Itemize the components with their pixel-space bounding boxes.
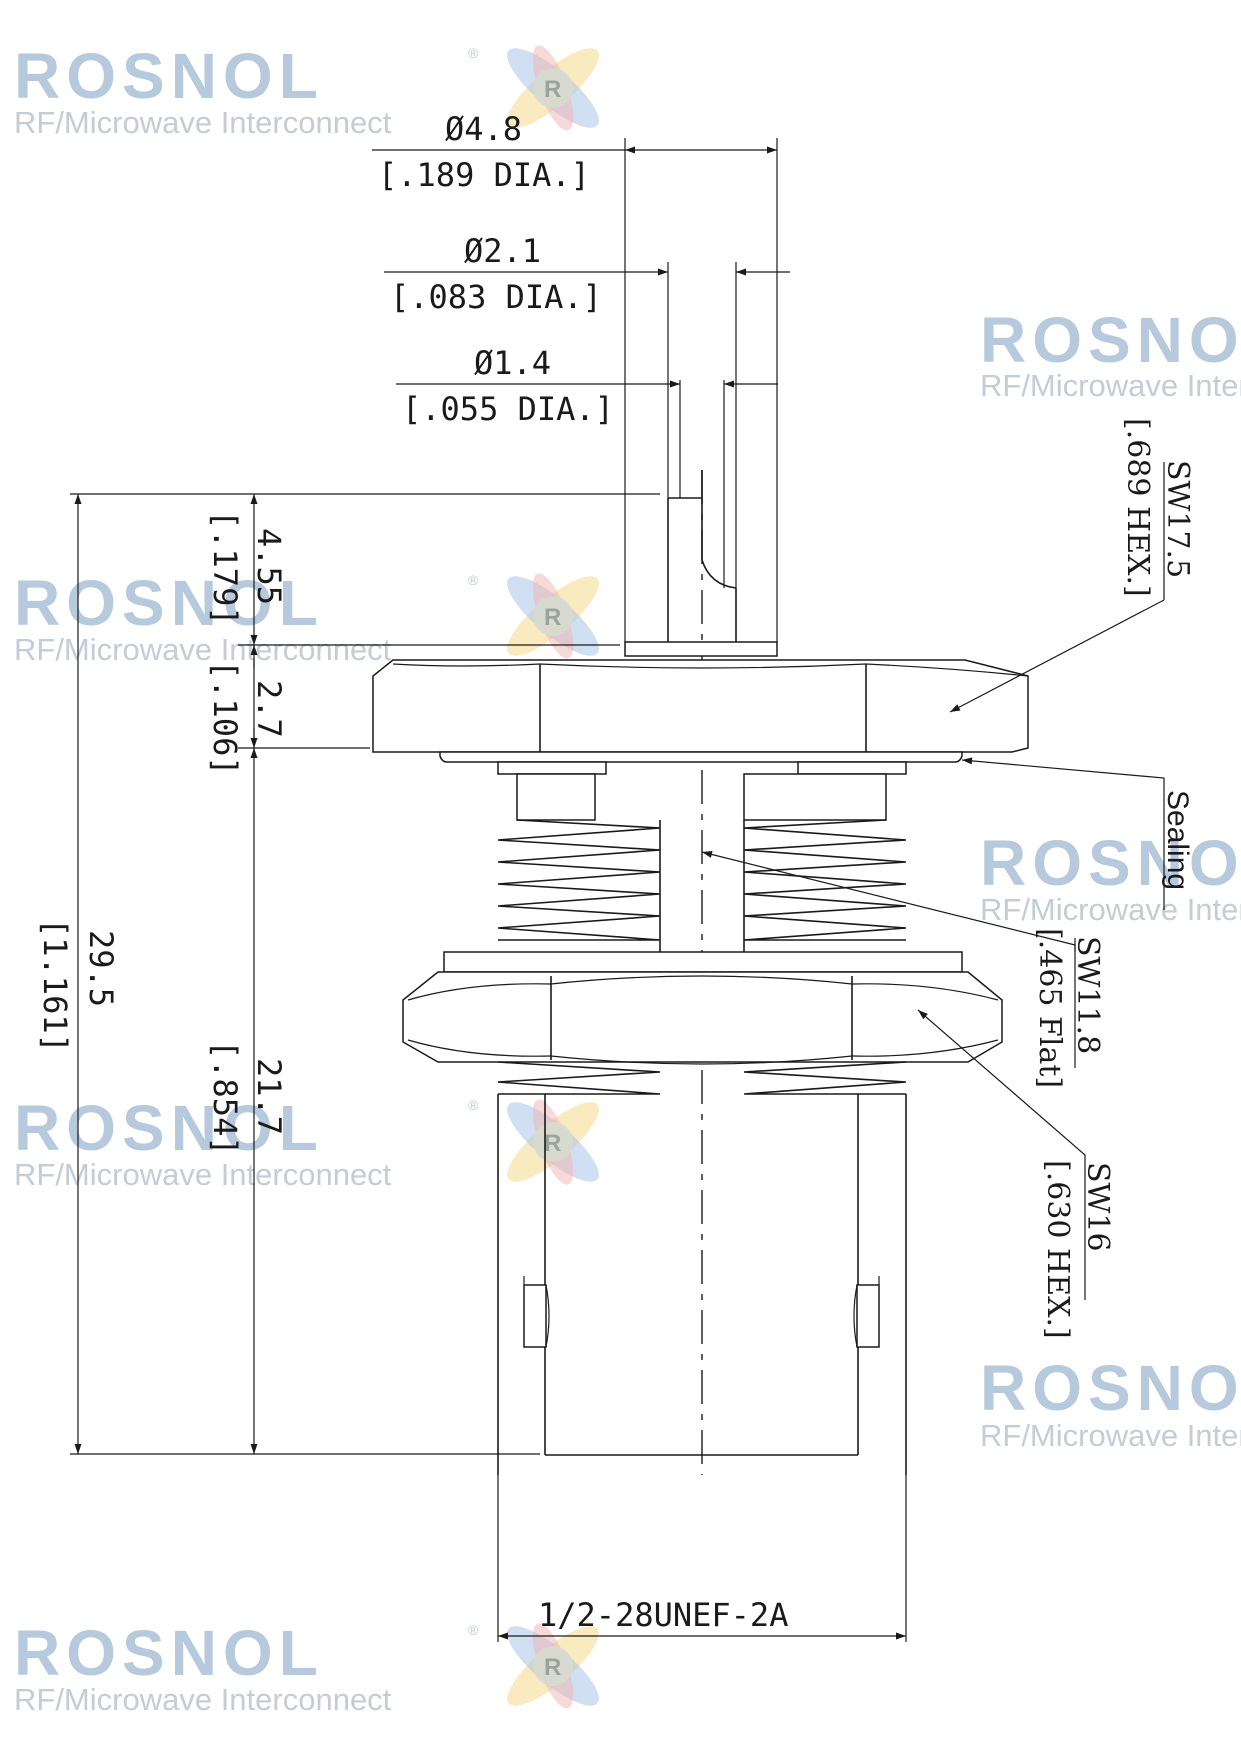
dim-length-2-7-mm: 2.7: [250, 680, 288, 738]
dim-length-4-55-mm: 4.55: [250, 528, 288, 605]
dim-length-21-7-inch: [.854]: [206, 1040, 244, 1156]
dim-diameter-4-8-mm: Ø4.8: [445, 110, 522, 148]
callout-hex-top: SW17.5 [.689 HEX.]: [949, 418, 1195, 713]
dim-length-29-5: 29.5 [1.161]: [36, 494, 120, 1454]
watermark-1: ROSNOL ® RF/Microwave Interconnect: [14, 36, 610, 140]
watermark-tagline: RF/Microwave Interconnect: [980, 368, 1241, 403]
callout-hex-nut-size: SW16: [1080, 1162, 1115, 1252]
bayonet-pin-left: [523, 1284, 547, 1348]
watermark-brand: ROSNOL: [14, 1617, 324, 1689]
callout-hex-nut-desc: [.630 HEX.]: [1040, 1160, 1075, 1339]
shoulder-left: [497, 761, 607, 775]
watermark-4: ROSNOL RF/Microwave Interconnect: [980, 827, 1241, 927]
dim-length-2-7: 2.7 [.106]: [206, 645, 288, 776]
watermark-tagline: RF/Microwave Interconnect: [14, 632, 392, 667]
watermark-tagline: RF/Microwave Interconnect: [14, 105, 392, 140]
callout-sealing: Sealing: [961, 757, 1194, 910]
watermark-registered-mark: ®: [468, 1097, 479, 1113]
dim-diameter-4-8: Ø4.8 [.189 DIA.]: [372, 110, 778, 642]
dim-length-4-55-inch: [.179]: [206, 510, 244, 626]
extension-lines: [70, 493, 660, 1455]
watermark-registered-mark: ®: [468, 572, 479, 588]
dim-diameter-2-1-mm: Ø2.1: [464, 232, 541, 270]
watermark-tagline: RF/Microwave Interconnect: [980, 1418, 1241, 1453]
watermark-registered-mark: ®: [468, 1622, 479, 1638]
top-washer: [624, 641, 778, 657]
watermark-brand: ROSNOL: [14, 40, 324, 112]
watermark-logo-icon: [496, 1090, 610, 1194]
callout-sealing-label: Sealing: [1161, 790, 1194, 890]
dim-length-29-5-inch: [1.161]: [36, 918, 74, 1053]
bayonet-pin-right: [856, 1284, 880, 1348]
watermark-logo-icon: [496, 564, 610, 668]
watermark-tagline: RF/Microwave Interconnect: [980, 892, 1241, 927]
watermark-tagline: RF/Microwave Interconnect: [14, 1682, 392, 1717]
dim-length-4-55: 4.55 [.179]: [206, 494, 288, 645]
watermark-registered-mark: ®: [468, 45, 479, 61]
watermark-7: ROSNOL ® RF/Microwave Interconnect: [14, 1614, 610, 1718]
dim-diameter-1-4: Ø1.4 [.055 DIA.]: [396, 344, 778, 428]
neck-right: [743, 773, 887, 821]
callout-hex-top-size: SW17.5: [1160, 460, 1195, 578]
watermark-5: ROSNOL ® RF/Microwave Interconnect: [14, 1090, 610, 1194]
dim-length-21-7-mm: 21.7: [250, 1058, 288, 1135]
watermark-brand: ROSNOL: [980, 1352, 1241, 1424]
connector-part: [372, 380, 1029, 1475]
dim-diameter-2-1-inch: [.083 DIA.]: [390, 278, 602, 316]
thread-right: [743, 819, 907, 952]
watermark-brand: ROSNOL: [980, 304, 1241, 376]
hex-nut: [402, 971, 1003, 1065]
callout-flat-size: SW11.8: [1070, 936, 1105, 1054]
bnc-sleeve: [497, 1094, 907, 1475]
dim-length-2-7-inch: [.106]: [206, 660, 244, 776]
solder-cup: [667, 380, 737, 642]
shoulder-right: [797, 761, 907, 775]
dim-length-21-7: 21.7 [.854]: [206, 748, 288, 1454]
callout-flat-desc: [.465 Flat]: [1032, 928, 1067, 1088]
watermark-brand: ROSNOL: [14, 567, 324, 639]
sealing-ring: [439, 751, 963, 763]
dim-diameter-4-8-inch: [.189 DIA.]: [378, 156, 590, 194]
dim-diameter-2-1: Ø2.1 [.083 DIA.]: [384, 232, 790, 588]
thread-left: [497, 819, 661, 952]
watermark-6: ROSNOL RF/Microwave Interconnect: [980, 1352, 1241, 1453]
dim-length-29-5-mm: 29.5: [82, 930, 120, 1007]
watermark-tagline: RF/Microwave Interconnect: [14, 1157, 392, 1192]
callout-flat: SW11.8 [.465 Flat]: [701, 851, 1105, 1088]
dim-thread-spec: 1/2-28UNEF-2A: [538, 1596, 788, 1634]
dim-diameter-1-4-inch: [.055 DIA.]: [402, 390, 614, 428]
upper-hex-body: [372, 659, 1029, 753]
thread-lower: [497, 1061, 907, 1095]
dim-thread: 1/2-28UNEF-2A: [497, 1475, 907, 1642]
watermark-brand: ROSNOL: [14, 1092, 324, 1164]
watermark-2: ROSNOL RF/Microwave Interconnect: [980, 304, 1241, 403]
callout-hex-top-desc: [.689 HEX.]: [1120, 418, 1155, 597]
neck-left: [516, 773, 596, 821]
flat-washer: [443, 951, 963, 973]
watermark-3: ROSNOL ® RF/Microwave Interconnect: [14, 564, 610, 668]
callout-hex-nut: SW16 [.630 HEX.]: [917, 1009, 1115, 1339]
dim-diameter-1-4-mm: Ø1.4: [474, 344, 551, 382]
watermark-brand: ROSNOL: [980, 827, 1241, 899]
